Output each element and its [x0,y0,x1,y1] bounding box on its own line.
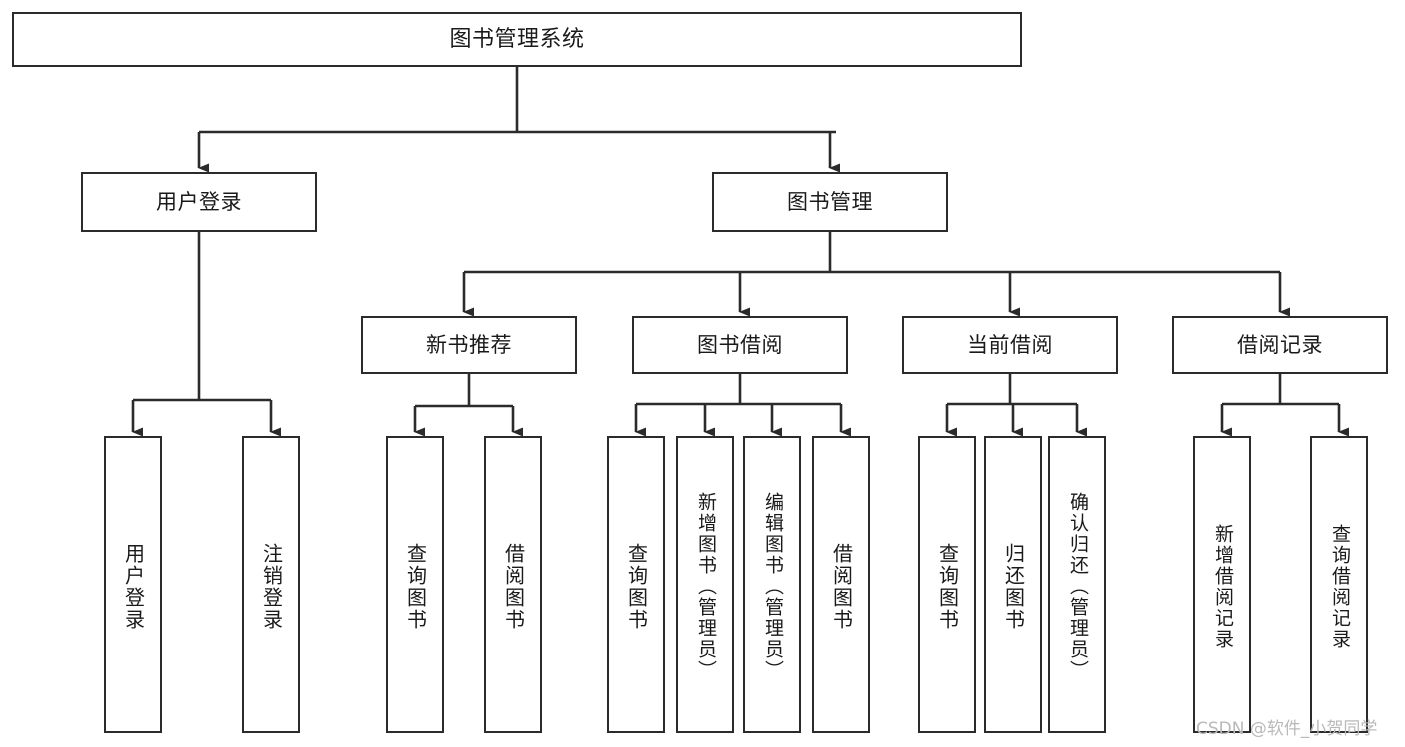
leaf-add-borrow-record[interactable]: 新增借阅记录 [1193,436,1251,733]
node-label: 图书管理系统 [449,26,585,52]
node-borrow-record[interactable]: 借阅记录 [1172,316,1388,374]
node-new-book-recommend[interactable]: 新书推荐 [361,316,577,374]
node-label: 查询图书 [403,542,428,631]
node-current-borrow[interactable]: 当前借阅 [902,316,1118,374]
leaf-borrow-book[interactable]: 借阅图书 [812,436,870,733]
leaf-logout[interactable]: 注销登录 [242,436,300,733]
node-label: 借阅图书 [829,542,854,631]
node-label: 查询借阅记录 [1328,523,1351,650]
node-label: 图书管理 [787,189,873,214]
node-label: 新增借阅记录 [1211,523,1234,650]
node-label: 查询图书 [935,542,960,631]
node-label: 确认归还（管理员） [1066,492,1089,681]
node-label: 图书借阅 [697,332,783,357]
node-book-borrow[interactable]: 图书借阅 [632,316,848,374]
leaf-add-book-admin[interactable]: 新增图书（管理员） [676,436,734,733]
leaf-search-book-current[interactable]: 查询图书 [918,436,976,733]
node-label: 归还图书 [1001,542,1026,631]
node-label: 注销登录 [259,542,284,631]
node-label: 编辑图书（管理员） [761,492,784,681]
leaf-search-borrow-record[interactable]: 查询借阅记录 [1310,436,1368,733]
node-label: 借阅图书 [501,542,526,631]
node-book-management[interactable]: 图书管理 [712,172,948,232]
node-label: 借阅记录 [1237,332,1323,357]
leaf-search-book-new[interactable]: 查询图书 [386,436,444,733]
leaf-return-book[interactable]: 归还图书 [984,436,1042,733]
node-label: 新增图书（管理员） [694,492,717,681]
leaf-borrow-book-new[interactable]: 借阅图书 [484,436,542,733]
node-label: 查询图书 [624,542,649,631]
leaf-search-book-borrow[interactable]: 查询图书 [607,436,665,733]
node-label: 新书推荐 [426,332,512,357]
leaf-edit-book-admin[interactable]: 编辑图书（管理员） [743,436,801,733]
leaf-confirm-return-admin[interactable]: 确认归还（管理员） [1048,436,1106,733]
leaf-user-login[interactable]: 用户登录 [104,436,162,733]
node-label: 用户登录 [121,542,146,631]
node-label: 当前借阅 [967,332,1053,357]
node-user-login[interactable]: 用户登录 [81,172,317,232]
node-label: 用户登录 [156,189,242,214]
node-root-system[interactable]: 图书管理系统 [12,12,1022,67]
